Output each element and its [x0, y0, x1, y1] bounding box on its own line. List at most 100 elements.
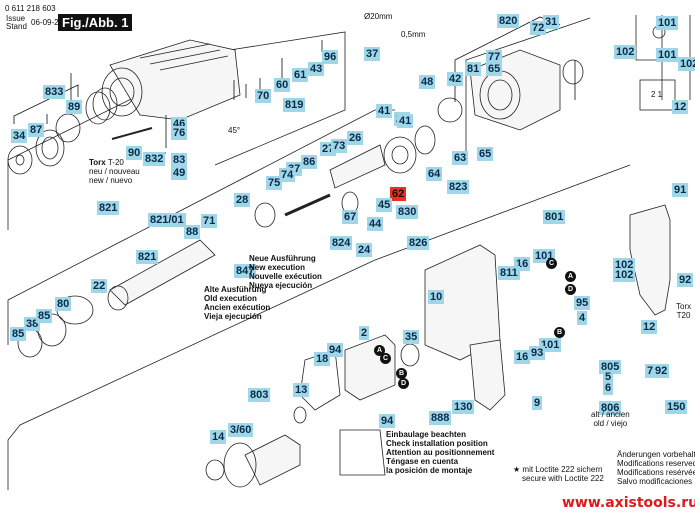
mod-de: Änderungen vorbehalten — [617, 450, 695, 459]
part-92-a-label[interactable]: 92 — [677, 273, 694, 287]
watermark-url[interactable]: www.axistools.ru — [562, 495, 695, 511]
part-9-label[interactable]: 9 — [532, 396, 543, 410]
part-86-label[interactable]: 86 — [301, 155, 318, 169]
part-101-b-label[interactable]: 101 — [656, 48, 679, 62]
part-61-label[interactable]: 61 — [292, 68, 309, 82]
spindle-821 — [17, 239, 216, 358]
part-824-label[interactable]: 824 — [330, 236, 353, 250]
part-6-label[interactable]: 6 — [603, 381, 614, 395]
part-5-label[interactable]: 5 — [603, 370, 614, 384]
part-41-a-label[interactable]: 41 — [376, 104, 393, 118]
part-94-b-label[interactable]: 94 — [379, 414, 396, 428]
part-102-b-label[interactable]: 102 — [678, 57, 695, 71]
mod-fr: Modifications resérvées — [617, 468, 695, 477]
part-821-label[interactable]: 821 — [136, 250, 159, 264]
part-48-label[interactable]: 48 — [419, 75, 436, 89]
part-60-label[interactable]: 60 — [274, 78, 291, 92]
part-95-label[interactable]: 95 — [574, 296, 591, 310]
part-76-label[interactable]: 76 — [171, 126, 188, 140]
part-847-label[interactable]: 847 — [234, 264, 257, 278]
part-35-label[interactable]: 35 — [403, 330, 420, 344]
part-14-label[interactable]: 14 — [210, 430, 227, 444]
part-830-label[interactable]: 830 — [396, 205, 419, 219]
part-10-label[interactable]: 10 — [428, 290, 445, 304]
part-64-label[interactable]: 64 — [426, 167, 443, 181]
part-102-a-label[interactable]: 102 — [614, 45, 637, 59]
part-43-label[interactable]: 43 — [308, 62, 325, 76]
part-85-a-label[interactable]: 85 — [10, 327, 27, 341]
part-83-label[interactable]: 83 — [171, 153, 188, 167]
part-16-b-label[interactable]: 16 — [514, 350, 531, 364]
torx-right-title: Torx — [676, 302, 692, 311]
part-91-label[interactable]: 91 — [672, 183, 689, 197]
part-833-label[interactable]: 833 — [43, 85, 66, 99]
part-4-label[interactable]: 4 — [577, 311, 588, 325]
part-75-label[interactable]: 75 — [266, 176, 283, 190]
part-93-label[interactable]: 93 — [529, 346, 546, 360]
part-130-label[interactable]: 130 — [452, 400, 475, 414]
part-42-label[interactable]: 42 — [447, 72, 464, 86]
part-96-label[interactable]: 96 — [322, 50, 339, 64]
part-823-label[interactable]: 823 — [447, 180, 470, 194]
part-832-label[interactable]: 832 — [143, 152, 166, 166]
part-811-label[interactable]: 811 — [498, 266, 520, 280]
part-92-b-label[interactable]: 92 — [653, 364, 670, 378]
part-24-label[interactable]: 24 — [356, 243, 373, 257]
hammer-head-housing — [101, 39, 241, 121]
part-18-label[interactable]: 18 — [314, 352, 331, 366]
part-89-label[interactable]: 89 — [66, 100, 83, 114]
dimension-thickness: 0,5mm — [401, 30, 426, 39]
part-12-top-label[interactable]: 12 — [672, 100, 689, 114]
part-26-label[interactable]: 26 — [347, 131, 364, 145]
part-2-label[interactable]: 2 — [359, 326, 370, 340]
part-94-a-label[interactable]: 94 — [327, 343, 344, 357]
part-87-label[interactable]: 87 — [28, 123, 45, 137]
part-37-top-label[interactable]: 37 — [364, 47, 381, 61]
part-31-label[interactable]: 31 — [543, 15, 560, 29]
part-28-label[interactable]: 28 — [234, 193, 251, 207]
part-101-a-label[interactable]: 101 — [656, 16, 679, 30]
part-62-label[interactable]: 62 — [390, 187, 407, 201]
part-41-b-label[interactable]: 41 — [397, 114, 414, 128]
part-150-label[interactable]: 150 — [665, 400, 688, 414]
part-70-label[interactable]: 70 — [255, 89, 272, 103]
part-820-label[interactable]: 820 — [497, 14, 520, 28]
part-821-01-label[interactable]: 821/01 — [148, 213, 186, 227]
part-821-detail-label[interactable]: 821 — [97, 201, 120, 215]
part-45-label[interactable]: 45 — [376, 198, 393, 212]
connector-b: B — [396, 368, 407, 379]
part-90-label[interactable]: 90 — [126, 146, 143, 160]
dimension-diameter: Ø20mm — [364, 12, 393, 21]
mod-es: Salvo modificaciones — [617, 477, 693, 486]
part-73-label[interactable]: 73 — [331, 139, 348, 153]
part-826-label[interactable]: 826 — [407, 236, 430, 250]
part-67-label[interactable]: 67 — [342, 210, 359, 224]
part-44-label[interactable]: 44 — [367, 217, 384, 231]
part-801-label[interactable]: 801 — [543, 210, 566, 224]
part-102-d-label[interactable]: 102 — [613, 268, 636, 282]
part-3-60-label[interactable]: 3/60 — [228, 423, 254, 437]
part-63-label[interactable]: 63 — [452, 151, 469, 165]
part-22-label[interactable]: 22 — [91, 279, 108, 293]
angle-note: 45° — [228, 126, 241, 135]
part-13-label[interactable]: 13 — [293, 383, 310, 397]
part-819-label[interactable]: 819 — [283, 98, 306, 112]
part-803-label[interactable]: 803 — [248, 388, 271, 402]
part-80-label[interactable]: 80 — [55, 297, 72, 311]
part-34-label[interactable]: 34 — [11, 129, 28, 143]
part-7-label[interactable]: 7 — [645, 364, 656, 378]
part-77-label[interactable]: 77 — [486, 50, 503, 64]
part-888-label[interactable]: 888 — [429, 411, 452, 425]
part-49-label[interactable]: 49 — [171, 166, 188, 180]
part-12-label[interactable]: 12 — [641, 320, 658, 334]
part-72-label[interactable]: 72 — [530, 21, 547, 35]
connector-b-2: B — [554, 327, 565, 338]
part-65-top-label[interactable]: 65 — [486, 62, 503, 76]
part-74-label[interactable]: 74 — [279, 168, 296, 182]
part-88-label[interactable]: 88 — [184, 225, 201, 239]
part-85-b-label[interactable]: 85 — [36, 309, 53, 323]
part-81-label[interactable]: 81 — [465, 62, 482, 76]
part-806-label[interactable]: 806 — [599, 401, 622, 415]
part-71-label[interactable]: 71 — [201, 214, 218, 228]
part-65-label[interactable]: 65 — [477, 147, 494, 161]
